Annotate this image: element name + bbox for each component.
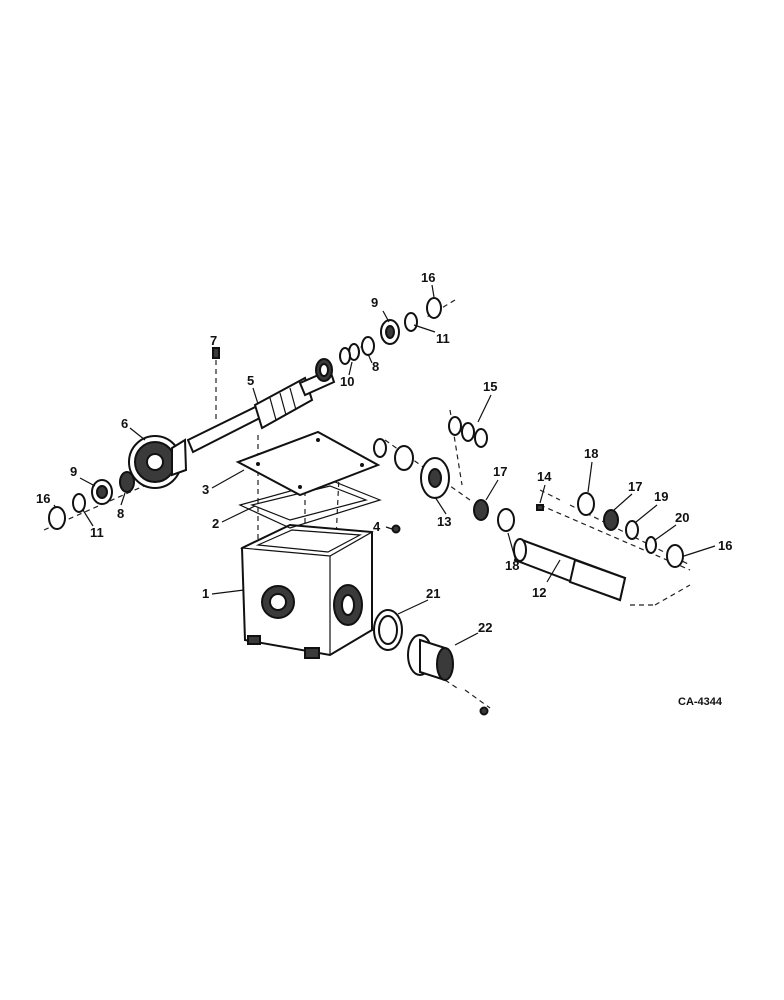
callout-9-upper: 9 (371, 295, 378, 310)
callout-21: 21 (426, 586, 440, 601)
bearing-cup-18-left (497, 508, 515, 532)
cap-screw (479, 706, 489, 716)
callout-6: 6 (121, 416, 128, 431)
callout-16-right: 16 (718, 538, 732, 553)
callout-2: 2 (212, 516, 219, 531)
callout-20: 20 (675, 510, 689, 525)
output-shaft (513, 538, 627, 602)
callout-19: 19 (654, 489, 668, 504)
callout-10: 10 (340, 374, 354, 389)
callout-11-left: 11 (90, 525, 104, 540)
callout-3: 3 (202, 482, 209, 497)
leader-lines (53, 284, 716, 646)
callout-17-right: 17 (628, 479, 642, 494)
callout-16-left: 16 (36, 491, 50, 506)
bolt (391, 524, 401, 534)
callout-18-center: 18 (505, 558, 519, 573)
ring-10 (339, 343, 360, 365)
bevel-pinion-13 (420, 457, 450, 499)
spacer-8-upper (361, 336, 375, 356)
drawing-code: CA-4344 (678, 696, 723, 708)
shims-15 (448, 416, 488, 448)
callout-17-center: 17 (493, 464, 507, 479)
input-shaft (186, 368, 336, 454)
callout-15: 15 (483, 379, 497, 394)
gasket-21 (373, 609, 403, 651)
bearing-upper-right-9 (380, 319, 400, 345)
bearing-17-right (603, 509, 619, 531)
bearing-cone-8-left (119, 471, 135, 493)
callout-22: 22 (478, 620, 492, 635)
seal-16-left (48, 506, 66, 530)
seal-upper (315, 358, 333, 382)
callout-4: 4 (373, 519, 381, 534)
callout-5: 5 (247, 373, 254, 388)
bearing-9-left (91, 479, 113, 505)
callout-labels: 1 2 3 4 5 6 7 8 8 9 9 10 11 11 12 13 14 … (36, 270, 732, 635)
key-14 (536, 504, 544, 511)
callout-18-right: 18 (584, 446, 598, 461)
callout-11-upper: 11 (436, 331, 450, 346)
spacer-19 (625, 520, 639, 540)
gearbox-housing (239, 523, 374, 659)
callout-14: 14 (537, 469, 552, 484)
callout-8-left: 8 (117, 506, 124, 521)
bearing-cup-11-upper (404, 312, 418, 332)
callout-7: 7 (210, 333, 217, 348)
bearing-cup-11-left (72, 493, 86, 513)
callout-9-left: 9 (70, 464, 77, 479)
callout-8-upper: 8 (372, 359, 379, 374)
pin (212, 347, 220, 359)
bearing-cap-22 (407, 634, 454, 682)
cover-plate (235, 430, 381, 497)
bearing-cup-18-right (577, 492, 595, 516)
callout-16-upper: 16 (421, 270, 435, 285)
seal-16-upper (426, 297, 442, 319)
bevel-gear (128, 435, 188, 489)
callout-12: 12 (532, 585, 546, 600)
bearing-17-left (473, 499, 489, 521)
callout-1: 1 (202, 586, 209, 601)
bearing-cup-13 (373, 438, 414, 471)
callout-13: 13 (437, 514, 451, 529)
seal-16-right (666, 544, 684, 568)
ring-20 (645, 536, 657, 554)
